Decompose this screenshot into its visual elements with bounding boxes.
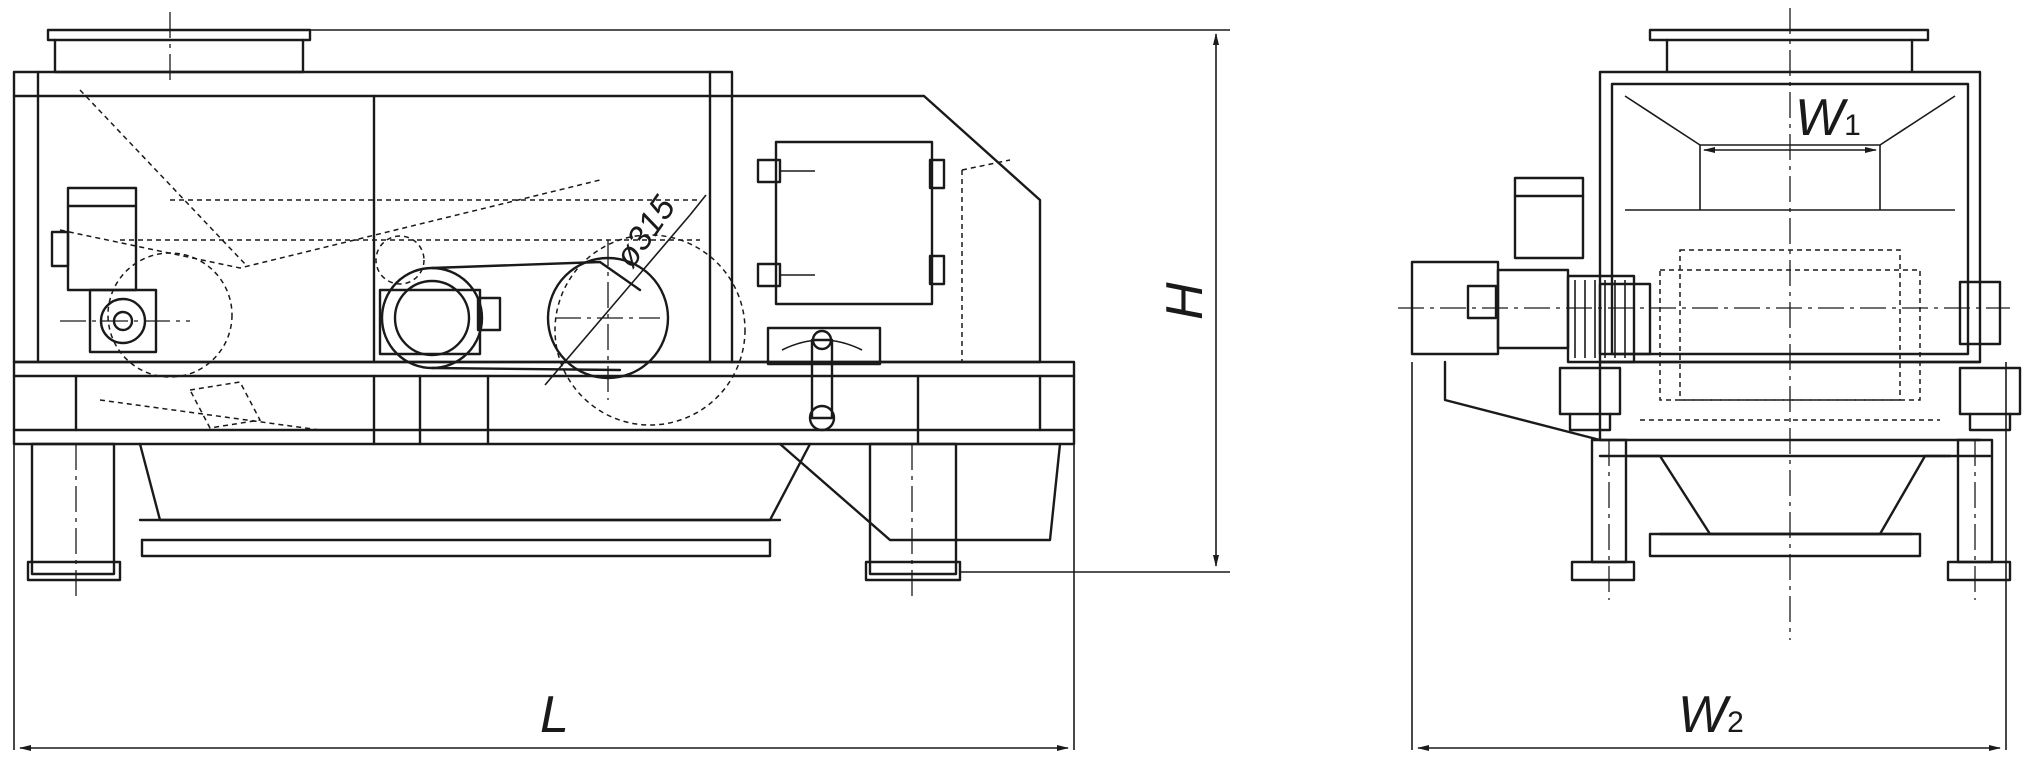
front-base: [1443, 360, 2022, 442]
height-dimension: H: [305, 29, 1230, 573]
drive-motor-left: [50, 186, 190, 354]
adjusting-lever: [766, 326, 882, 432]
length-dimension: L: [13, 444, 1075, 751]
inspection-door: [756, 140, 946, 306]
outer-width-label: W2: [1678, 686, 1744, 744]
inner-width-dimension: W1: [1703, 89, 1877, 153]
inner-width-label: W1: [1795, 89, 1861, 147]
pulley-diameter-label: ø315: [607, 189, 683, 274]
front-legs: [1570, 438, 2012, 600]
outer-width-dimension: W2: [1411, 362, 2007, 751]
front-motor: [1398, 176, 2010, 364]
front-housing: [1598, 70, 1982, 401]
magnetic-pulley: [378, 194, 707, 400]
support-legs: [26, 442, 962, 600]
discharge-chute: [138, 442, 1062, 558]
separator-housing: [12, 70, 1042, 426]
base-frame: [12, 360, 1076, 446]
inlet-hopper: [46, 12, 312, 85]
height-label: H: [1156, 282, 1214, 320]
front-inlet: [1648, 8, 1930, 640]
front-discharge-hopper: [1598, 454, 1992, 558]
length-label: L: [540, 686, 569, 744]
side-view: ø315: [12, 12, 1230, 751]
front-view: W1: [1398, 8, 2022, 751]
